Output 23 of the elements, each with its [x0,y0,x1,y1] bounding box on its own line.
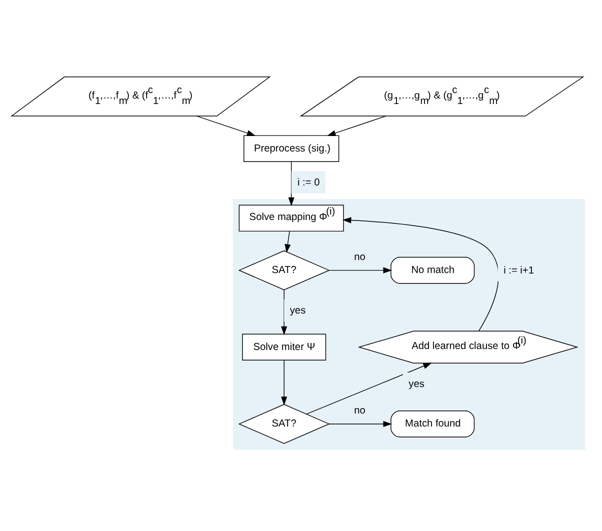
arrow [284,230,291,252]
node-box: Solve miter Ψ [242,333,326,360]
edge-label: i := 0 [297,176,320,188]
node-box: No match [390,256,475,284]
arrow [328,266,392,273]
edge-label: yes [408,378,424,390]
cluster [233,198,586,450]
arrow [342,216,499,331]
arrow [281,289,288,335]
arrow [196,115,256,136]
edge-label: i := i+1 [504,264,534,276]
node-diamond: SAT? [238,250,330,290]
arrow [306,362,432,414]
arrow [281,359,288,405]
arrow [327,115,386,136]
edge-label: yes [290,305,306,316]
node-box: Preprocess (sig.) [244,134,340,162]
arrow [288,160,294,206]
arrow [328,420,392,426]
edge-label: no [354,251,366,262]
edge-label: no [354,405,366,416]
node-diamond: SAT? [238,404,330,444]
node-box: Match found [390,410,475,437]
